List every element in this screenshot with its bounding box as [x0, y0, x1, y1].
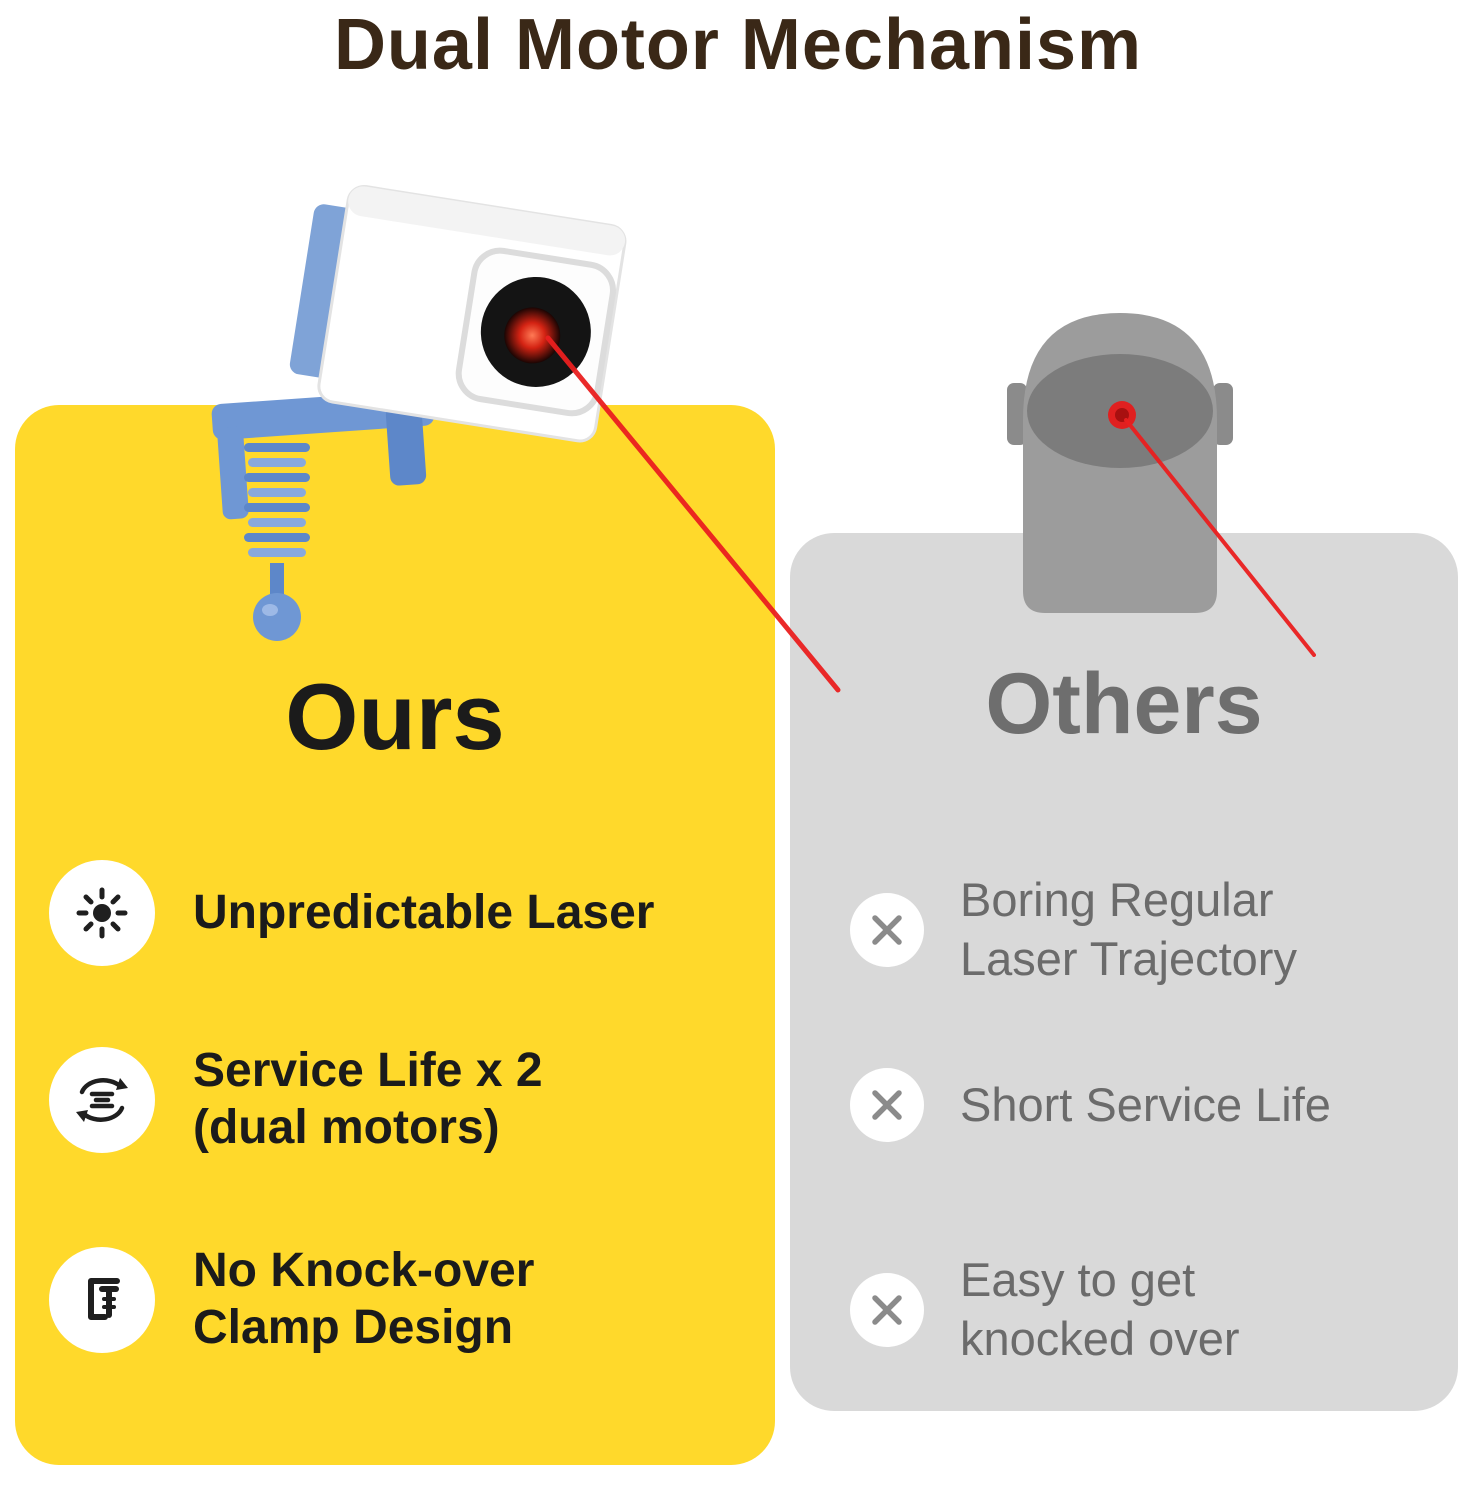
ours-card-title: Ours — [285, 664, 505, 769]
feature-row: Service Life x 2 (dual motors) — [49, 1043, 759, 1156]
others-card: Others Boring Regular Laser Trajectory — [790, 533, 1458, 1411]
laser-box-illustration — [289, 184, 627, 443]
feature-label: Unpredictable Laser — [193, 885, 655, 939]
drawback-label: Boring Regular Laser Trajectory — [960, 873, 1297, 985]
drawback-row: Short Service Life — [850, 1068, 1444, 1142]
others-device-illustration — [1007, 313, 1233, 613]
others-card-title: Others — [985, 656, 1263, 752]
drawback-label: Easy to get knocked over — [960, 1253, 1240, 1365]
x-icon — [850, 1068, 924, 1142]
laser-burst-icon — [49, 860, 155, 966]
x-icon — [850, 892, 924, 967]
feature-label: Service Life x 2 (dual motors) — [193, 1044, 543, 1154]
feature-row: No Knock-over Clamp Design — [49, 1243, 759, 1356]
clamp-icon — [49, 1246, 155, 1353]
x-icon — [850, 1272, 924, 1347]
dual-motor-icon — [49, 1046, 155, 1153]
drawback-row: Boring Regular Laser Trajectory — [850, 871, 1444, 989]
page-title: Dual Motor Mechanism — [333, 5, 1143, 85]
drawback-label: Short Service Life — [960, 1077, 1331, 1131]
feature-label: No Knock-over Clamp Design — [193, 1244, 535, 1354]
drawback-row: Easy to get knocked over — [850, 1251, 1444, 1369]
our-device-illustration — [211, 184, 627, 641]
feature-row: Unpredictable Laser — [49, 860, 759, 966]
